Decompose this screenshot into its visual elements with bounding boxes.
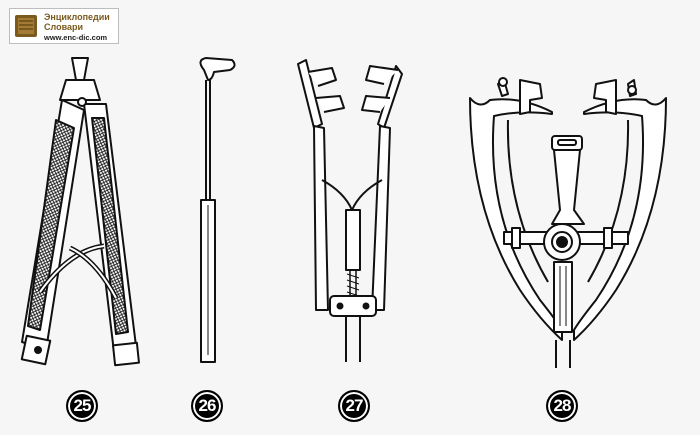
figure-number-27: 27 bbox=[338, 390, 370, 422]
logo-url: www.enc-dic.com bbox=[44, 33, 108, 42]
logo-title: Энциклопедии Словари bbox=[44, 12, 110, 32]
figure-number-25: 25 bbox=[66, 390, 98, 422]
figure-number-28: 28 bbox=[546, 390, 578, 422]
figure-number-26: 26 bbox=[191, 390, 223, 422]
site-logo[interactable]: Энциклопедии Словари www.enc-dic.com bbox=[9, 8, 119, 44]
book-icon bbox=[15, 15, 37, 37]
